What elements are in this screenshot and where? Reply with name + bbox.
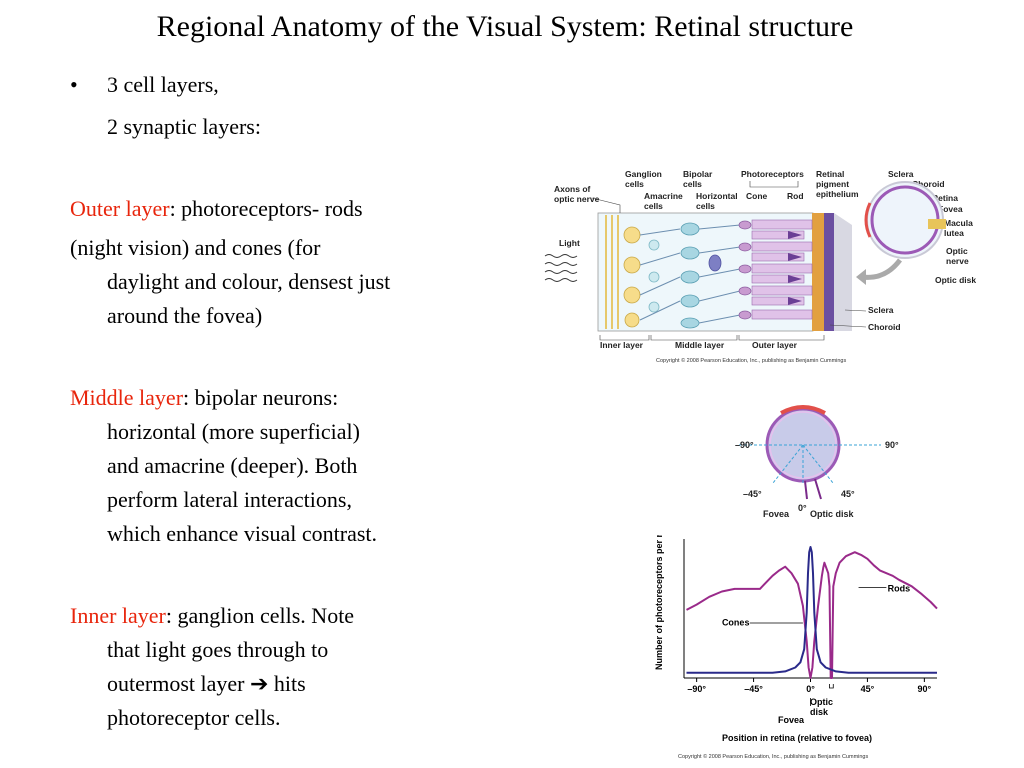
label-eye-fovea: Fovea	[938, 204, 963, 214]
label-outer-layer: Outer layer	[752, 340, 798, 350]
outer-layer-text-1: : photoreceptors- rods	[169, 196, 363, 221]
inner-layer-line-1: Inner layer: ganglion cells. Note	[70, 599, 354, 633]
bullet-line-1: 3 cell layers,	[107, 72, 219, 97]
chart-optic-bracket	[829, 684, 834, 689]
eye-angle-diagram: –90° 90° –45° 45° 0° Fovea Optic disk	[735, 405, 899, 519]
label-rpe-1: Retinal	[816, 169, 844, 179]
label-choroid: Choroid	[868, 322, 901, 332]
outer-layer-line-3: daylight and colour, densest just	[107, 269, 391, 294]
chart-xlabel: Position in retina (relative to fovea)	[722, 733, 872, 743]
inner-layer-term: Inner layer	[70, 603, 166, 628]
middle-layer-line-3: and amacrine (deeper). Both	[107, 453, 358, 478]
series-cones-label: Cones	[722, 618, 750, 628]
middle-layer-text-1: : bipolar neurons:	[183, 385, 339, 410]
label-sclera: Sclera	[868, 305, 894, 315]
series-cones-line	[686, 546, 937, 674]
middle-layer-line-5: which enhance visual contrast.	[107, 521, 378, 546]
eye-globe	[864, 181, 946, 259]
outer-layer-line-2: (night vision) and cones (for	[70, 235, 321, 260]
label-rod: Rod	[787, 191, 804, 201]
choroid-band	[824, 213, 834, 331]
bullet-line-2: 2 synaptic layers:	[107, 114, 261, 139]
inner-layer-text-3: outermost layer	[107, 671, 245, 696]
chart-ylabel: Number of photoreceptors per mm²	[654, 535, 664, 670]
chart-x-tick-label: 0°	[806, 684, 815, 694]
label-eye-choroid: Choroid	[912, 179, 945, 189]
label-optic-disk-eye: Optic disk	[810, 509, 855, 519]
bullet-marker: •	[70, 72, 78, 97]
series-rods-line	[686, 551, 938, 679]
inner-layer-line-2: that light goes through to	[107, 637, 329, 662]
angle-zero: 0°	[798, 503, 807, 513]
label-amacrine-2: cells	[644, 201, 663, 211]
label-eye-sclera: Sclera	[888, 169, 914, 179]
chart-x-tick-label: 45°	[861, 684, 875, 694]
label-horizontal-2: cells	[696, 201, 715, 211]
chart-copyright: Copyright © 2008 Pearson Education, Inc.…	[678, 753, 868, 760]
chart-annot-optic-1: Optic	[810, 697, 833, 707]
angle-pos45: 45°	[841, 489, 855, 499]
label-amacrine: Amacrine	[644, 191, 683, 201]
inner-layer-line-4: photoreceptor cells.	[107, 705, 281, 730]
label-photoreceptors: Photoreceptors	[741, 169, 804, 179]
bipolar-cells	[680, 222, 700, 329]
outer-layer-line-1: Outer layer: photoreceptors- rods	[70, 192, 363, 226]
label-inner-layer: Inner layer	[600, 340, 644, 350]
chart-x-tick-label: –45°	[744, 684, 763, 694]
retina-diagram: Axons of optic nerve Light Ganglion cell…	[544, 169, 976, 364]
label-rpe-2: pigment	[816, 179, 849, 189]
middle-layer-line-1: Middle layer: bipolar neurons:	[70, 381, 338, 415]
label-rpe-3: epithelium	[816, 189, 859, 199]
middle-layer-term: Middle layer	[70, 385, 184, 410]
pigment-epithelium	[812, 213, 824, 331]
zoom-arrow	[861, 258, 902, 280]
label-macula: Macula	[944, 218, 973, 228]
right-arrow-icon: ➔	[249, 671, 269, 696]
middle-layer-line-2: horizontal (more superficial)	[107, 419, 360, 444]
chart-annot-fovea: Fovea	[778, 715, 805, 725]
label-axons: Axons of	[554, 184, 591, 194]
label-axons-2: optic nerve	[554, 194, 600, 204]
label-ganglion: Ganglion	[625, 169, 662, 179]
label-fovea-eye: Fovea	[763, 509, 790, 519]
label-optic-disk: Optic disk	[935, 275, 976, 285]
label-optic-nerve: Optic	[946, 246, 968, 256]
retina-copyright: Copyright © 2008 Pearson Education, Inc.…	[656, 357, 846, 364]
outer-layer-term: Outer layer	[70, 196, 170, 221]
label-eye-retina: Retina	[932, 193, 958, 203]
label-horizontal: Horizontal	[696, 191, 738, 201]
outer-layer-line-4: around the fovea)	[107, 303, 263, 328]
label-bipolar: Bipolar	[683, 169, 713, 179]
label-bipolar-2: cells	[683, 179, 702, 189]
chart-x-tick-label: –90°	[687, 684, 706, 694]
label-middle-layer: Middle layer	[675, 340, 725, 350]
angle-neg90: –90°	[735, 440, 754, 450]
slide-title: Regional Anatomy of the Visual System: R…	[156, 10, 854, 43]
inner-layer-text-1: : ganglion cells. Note	[165, 603, 355, 628]
chart-annot-optic-2: disk	[810, 707, 829, 717]
series-rods-label: Rods	[888, 584, 911, 594]
chart-x-tick-label: 90°	[918, 684, 932, 694]
label-macula-2: lutea	[944, 228, 964, 238]
label-optic-nerve-2: nerve	[946, 256, 969, 266]
label-cone: Cone	[746, 191, 768, 201]
inner-layer-line-3: outermost layer ➔ hits	[107, 667, 306, 701]
middle-layer-line-4: perform lateral interactions,	[107, 487, 352, 512]
angle-pos90: 90°	[885, 440, 899, 450]
light-arrows	[544, 254, 578, 282]
label-light: Light	[559, 238, 580, 248]
angle-neg45: –45°	[743, 489, 762, 499]
photoreceptor-cells	[738, 219, 813, 320]
label-ganglion-2: cells	[625, 179, 644, 189]
inner-layer-text-3b: hits	[268, 671, 306, 696]
sclera-band	[834, 213, 852, 331]
